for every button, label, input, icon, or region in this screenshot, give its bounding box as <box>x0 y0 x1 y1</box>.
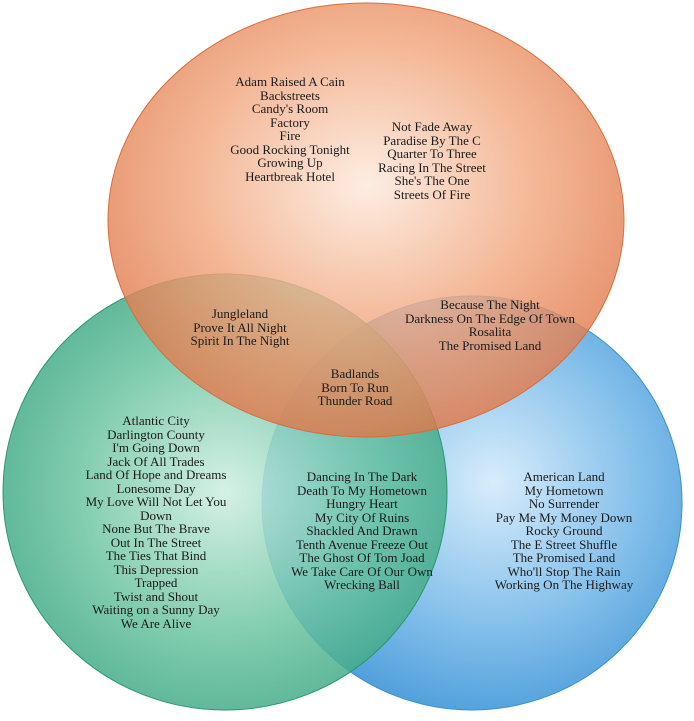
song-title: The Ties That Bind <box>105 548 207 563</box>
song-title: Twist and Shout <box>113 588 199 604</box>
song-title: Working On The Highway <box>494 577 634 592</box>
song-title: Adam Raised A Cain <box>235 74 345 89</box>
song-title: Shackled And Drawn <box>306 523 418 538</box>
song-title: None But The Brave <box>102 521 210 536</box>
song-title: Darlington County <box>107 426 205 442</box>
song-title: Land Of Hope and Dreams <box>85 467 227 482</box>
song-title: Death To My Hometown <box>297 482 427 498</box>
song-title: Dancing In The Dark <box>306 469 418 484</box>
song-title: Badlands <box>330 366 380 381</box>
song-title: Pay Me My Money Down <box>495 509 633 525</box>
song-title: Wrecking Ball <box>324 577 400 592</box>
song-title: Growing Up <box>257 155 323 170</box>
song-title: Atlantic City <box>122 413 190 428</box>
song-title: Thunder Road <box>317 393 393 408</box>
song-title: Jack Of All Trades <box>107 453 205 469</box>
song-title: Paradise By The C <box>383 132 481 148</box>
song-title: Who'll Stop The Rain <box>507 563 621 579</box>
song-title: Down <box>140 507 172 523</box>
song-title: American Land <box>523 469 605 484</box>
song-title: Streets Of Fire <box>393 186 471 202</box>
song-title: The Promised Land <box>512 550 616 565</box>
song-title: Not Fade Away <box>391 119 473 134</box>
song-title: I'm Going Down <box>112 440 200 455</box>
song-title: My Love Will Not Let You <box>85 494 227 509</box>
song-title: Hungry Heart <box>326 496 398 511</box>
song-title: Quarter To Three <box>387 146 477 161</box>
song-title: The Promised Land <box>438 337 542 353</box>
song-title: We Take Care Of Our Own <box>291 563 433 579</box>
song-title: Good Rocking Tonight <box>230 141 350 157</box>
top-circle <box>107 2 625 438</box>
song-title: This Depression <box>113 561 199 577</box>
song-title: Lonesome Day <box>116 480 196 496</box>
song-title: Out In The Street <box>110 534 202 550</box>
song-title: Rosalita <box>468 324 512 339</box>
song-title: Because The Night <box>440 297 540 312</box>
song-title: Prove It All Night <box>193 319 287 335</box>
song-title: Fire <box>279 128 301 143</box>
song-title: Spirit In The Night <box>190 333 290 348</box>
song-title: Born To Run <box>321 379 389 395</box>
song-title: My Hometown <box>524 482 604 498</box>
song-title: Waiting on a Sunny Day <box>92 602 220 617</box>
song-title: The Ghost Of Tom Joad <box>299 550 425 565</box>
song-title: Heartbreak Hotel <box>245 168 335 184</box>
song-title: Factory <box>270 114 310 130</box>
song-title: Tenth Avenue Freeze Out <box>295 536 429 552</box>
song-title: Rocky Ground <box>525 523 603 538</box>
song-title: Darkness On The Edge Of Town <box>404 310 576 326</box>
song-title: Backstreets <box>260 87 320 103</box>
song-title: My City Of Ruins <box>314 509 410 525</box>
song-title: She's The One <box>394 173 470 188</box>
song-title: Trapped <box>134 575 178 590</box>
song-title: Candy's Room <box>251 101 329 116</box>
song-title: The E Street Shuffle <box>510 536 618 552</box>
song-title: Jungleland <box>211 306 269 321</box>
song-title: Racing In The Street <box>378 159 486 175</box>
song-title: We Are Alive <box>120 615 192 631</box>
song-title: No Surrender <box>528 496 600 511</box>
